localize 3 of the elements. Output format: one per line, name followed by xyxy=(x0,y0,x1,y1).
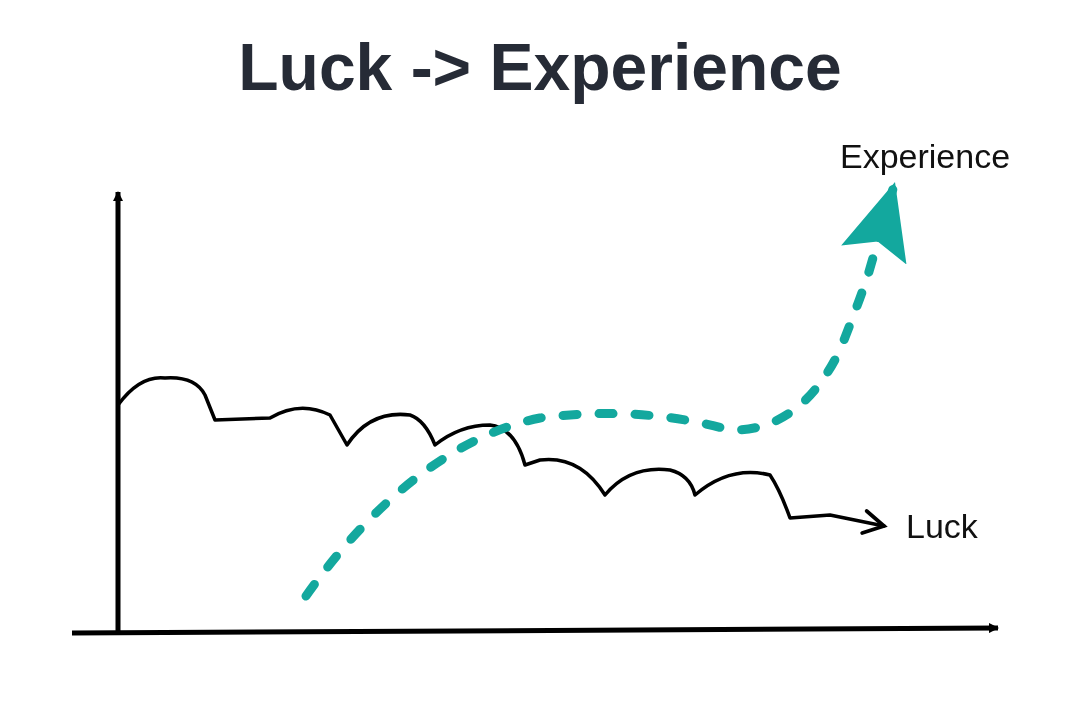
curve-label: Luck xyxy=(906,509,978,543)
curve-label: Experience xyxy=(840,139,1011,173)
wavy-arrow xyxy=(116,376,886,535)
